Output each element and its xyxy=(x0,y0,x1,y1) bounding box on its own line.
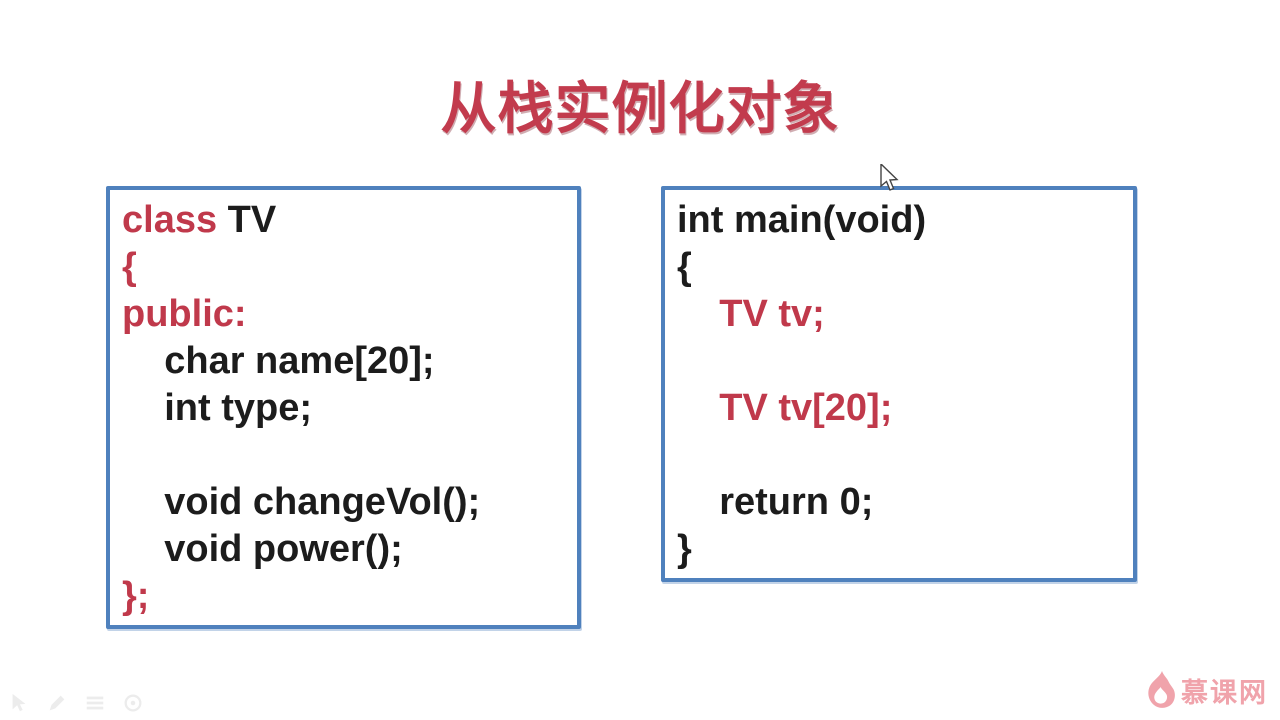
code-line: }; xyxy=(122,573,577,620)
code-line: int type; xyxy=(122,385,577,432)
code-segment: public: xyxy=(122,293,247,335)
class-definition-box: class TV{public: char name[20]; int type… xyxy=(106,186,581,629)
code-line: { xyxy=(677,244,1133,291)
code-line: class TV xyxy=(122,197,577,244)
pointer-icon[interactable] xyxy=(8,692,30,714)
code-segment: void power(); xyxy=(122,528,403,570)
code-line xyxy=(677,338,1133,385)
code-segment: void changeVol(); xyxy=(122,481,481,523)
code-segment: } xyxy=(677,528,692,570)
presenter-toolbar xyxy=(8,692,144,714)
slides-icon[interactable] xyxy=(84,692,106,714)
code-line: void changeVol(); xyxy=(122,479,577,526)
code-segment: }; xyxy=(122,575,150,617)
code-segment: class xyxy=(122,199,228,241)
code-segment: return 0; xyxy=(677,481,874,523)
code-line: int main(void) xyxy=(677,197,1133,244)
code-segment: TV xyxy=(227,199,277,241)
code-line: return 0; xyxy=(677,479,1133,526)
code-segment: int type; xyxy=(122,387,312,429)
code-segment: { xyxy=(122,246,137,288)
code-line: TV tv[20]; xyxy=(677,385,1133,432)
code-line: { xyxy=(122,244,577,291)
brand-watermark: 慕课网 xyxy=(1145,670,1268,710)
brand-name: 慕课网 xyxy=(1181,677,1268,708)
code-segment: TV tv[20]; xyxy=(677,387,893,429)
mouse-cursor-icon xyxy=(880,164,899,191)
code-line: char name[20]; xyxy=(122,338,577,385)
page-title: 从栈实例化对象 xyxy=(440,77,840,140)
main-function-box: int main(void) { TV tv; TV tv[20]; return… xyxy=(661,186,1137,582)
code-line xyxy=(677,432,1133,479)
code-segment: char name[20]; xyxy=(122,340,435,382)
code-line xyxy=(122,432,577,479)
code-segment: int main(void) xyxy=(677,199,927,241)
more-icon[interactable] xyxy=(122,692,144,714)
pen-icon[interactable] xyxy=(46,692,68,714)
code-segment: { xyxy=(677,246,692,288)
code-segment: TV tv; xyxy=(677,293,825,335)
code-line: TV tv; xyxy=(677,291,1133,338)
code-line: void power(); xyxy=(122,526,577,573)
flame-icon xyxy=(1148,671,1175,708)
code-line: } xyxy=(677,526,1133,573)
code-line: public: xyxy=(122,291,577,338)
